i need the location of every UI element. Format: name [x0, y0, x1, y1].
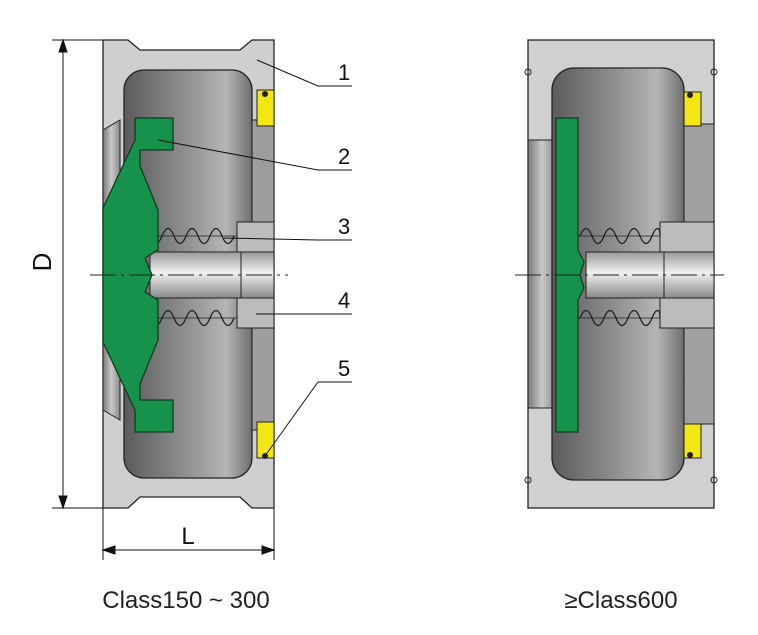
dimension-l-label: L: [181, 523, 194, 550]
right-valve-spring-top: [576, 227, 661, 245]
left-valve-seat-top: [256, 89, 275, 127]
callout-3: 3: [338, 214, 350, 239]
callout-1: 1: [338, 60, 350, 85]
callout-4: 4: [338, 288, 350, 313]
dimension-d: [52, 38, 103, 510]
right-valve-bolt-marks: [524, 68, 718, 484]
caption-left: Class150 ~ 300: [102, 587, 269, 614]
callout-leaders: [157, 59, 352, 457]
right-valve-inlet-bore: [527, 139, 557, 409]
left-valve-seat-bottom: [256, 421, 275, 459]
dimension-d-label: D: [27, 253, 57, 272]
left-valve-pin-top: [262, 91, 268, 97]
right-valve-seat-top: [683, 91, 702, 127]
right-valve-pin-bottom: [687, 452, 693, 458]
right-valve-seat-bottom: [683, 423, 702, 459]
right-valve-spring-bottom: [576, 309, 661, 327]
right-valve-pin-top: [687, 92, 693, 98]
callout-5: 5: [338, 356, 350, 381]
left-valve: [90, 39, 288, 509]
right-valve: [515, 39, 724, 509]
callout-2: 2: [338, 144, 350, 169]
dimension-l: [101, 508, 276, 560]
caption-right: ≥Class600: [564, 587, 677, 614]
